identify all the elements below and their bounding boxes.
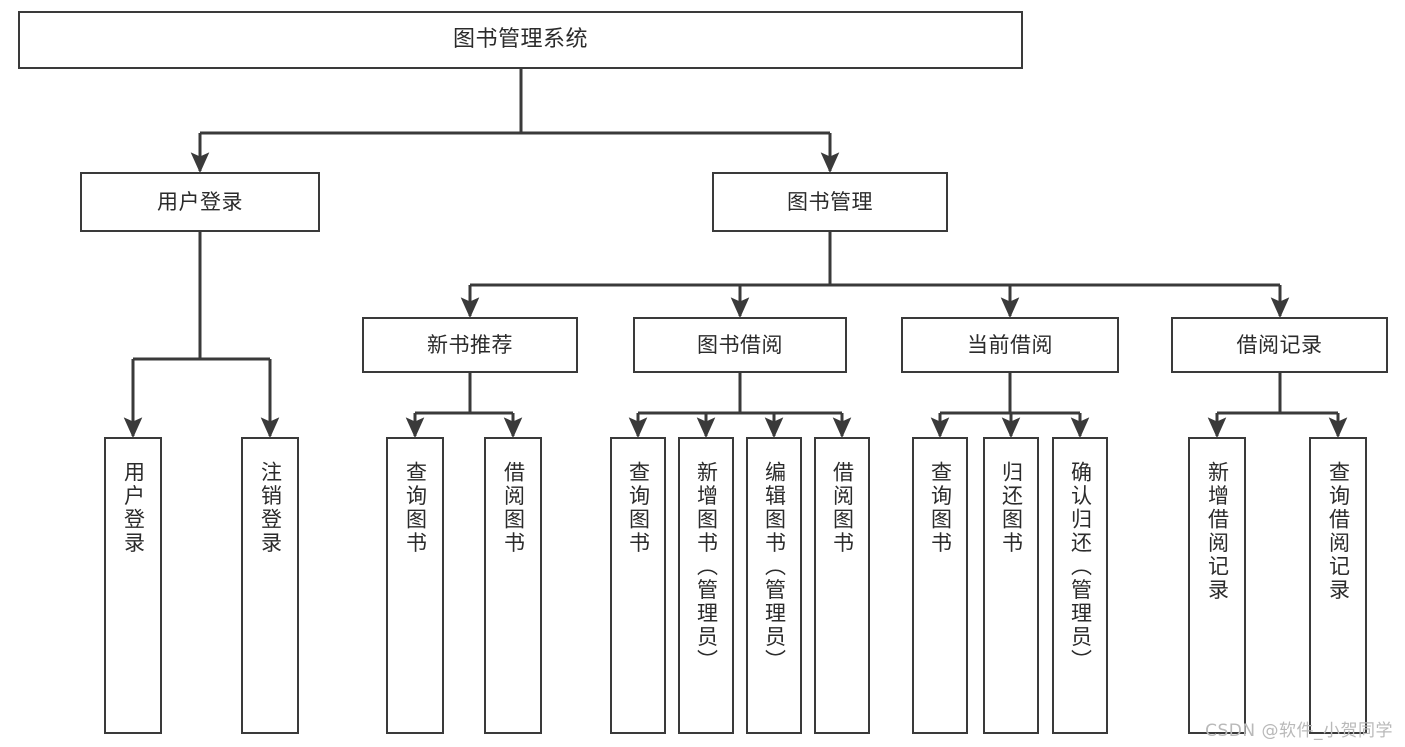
node-label: 确认归还（管理员） [1068,461,1093,673]
node-l2_3[interactable]: 借阅记录 [1171,317,1388,373]
node-label: 图书管理 [787,189,873,214]
node-leaf_12[interactable]: 查询借阅记录 [1309,437,1367,734]
node-label: 新书推荐 [427,332,513,357]
node-label: 图书借阅 [697,332,783,357]
node-l1_0[interactable]: 用户登录 [80,172,320,232]
node-leaf_3[interactable]: 借阅图书 [484,437,542,734]
node-l2_0[interactable]: 新书推荐 [362,317,578,373]
node-label: 查询图书 [928,461,953,555]
node-label: 图书管理系统 [452,27,588,53]
node-label: 查询图书 [626,461,651,555]
node-label: 查询借阅记录 [1326,461,1351,602]
node-label: 查询图书 [403,461,428,555]
node-leaf_10[interactable]: 确认归还（管理员） [1052,437,1108,734]
node-label: 用户登录 [157,189,243,214]
node-label: 注销登录 [258,461,283,555]
node-leaf_0[interactable]: 用户登录 [104,437,162,734]
node-leaf_7[interactable]: 借阅图书 [814,437,870,734]
node-label: 借阅记录 [1236,332,1323,357]
node-leaf_5[interactable]: 新增图书（管理员） [678,437,734,734]
node-leaf_4[interactable]: 查询图书 [610,437,666,734]
node-leaf_6[interactable]: 编辑图书（管理员） [746,437,802,734]
node-leaf_11[interactable]: 新增借阅记录 [1188,437,1246,734]
node-label: 当前借阅 [967,332,1053,357]
node-l2_2[interactable]: 当前借阅 [901,317,1119,373]
watermark-text: CSDN @软件_小贺同学 [1205,721,1393,741]
node-label: 新增借阅记录 [1205,461,1230,602]
node-label: 编辑图书（管理员） [762,461,787,673]
node-leaf_1[interactable]: 注销登录 [241,437,299,734]
node-label: 借阅图书 [501,461,526,555]
node-leaf_8[interactable]: 查询图书 [912,437,968,734]
node-l2_1[interactable]: 图书借阅 [633,317,847,373]
node-label: 用户登录 [121,461,146,555]
node-label: 新增图书（管理员） [694,461,719,673]
node-label: 借阅图书 [830,461,855,555]
node-root[interactable]: 图书管理系统 [18,11,1023,69]
node-leaf_2[interactable]: 查询图书 [386,437,444,734]
node-l1_1[interactable]: 图书管理 [712,172,948,232]
node-label: 归还图书 [999,461,1024,555]
node-leaf_9[interactable]: 归还图书 [983,437,1039,734]
